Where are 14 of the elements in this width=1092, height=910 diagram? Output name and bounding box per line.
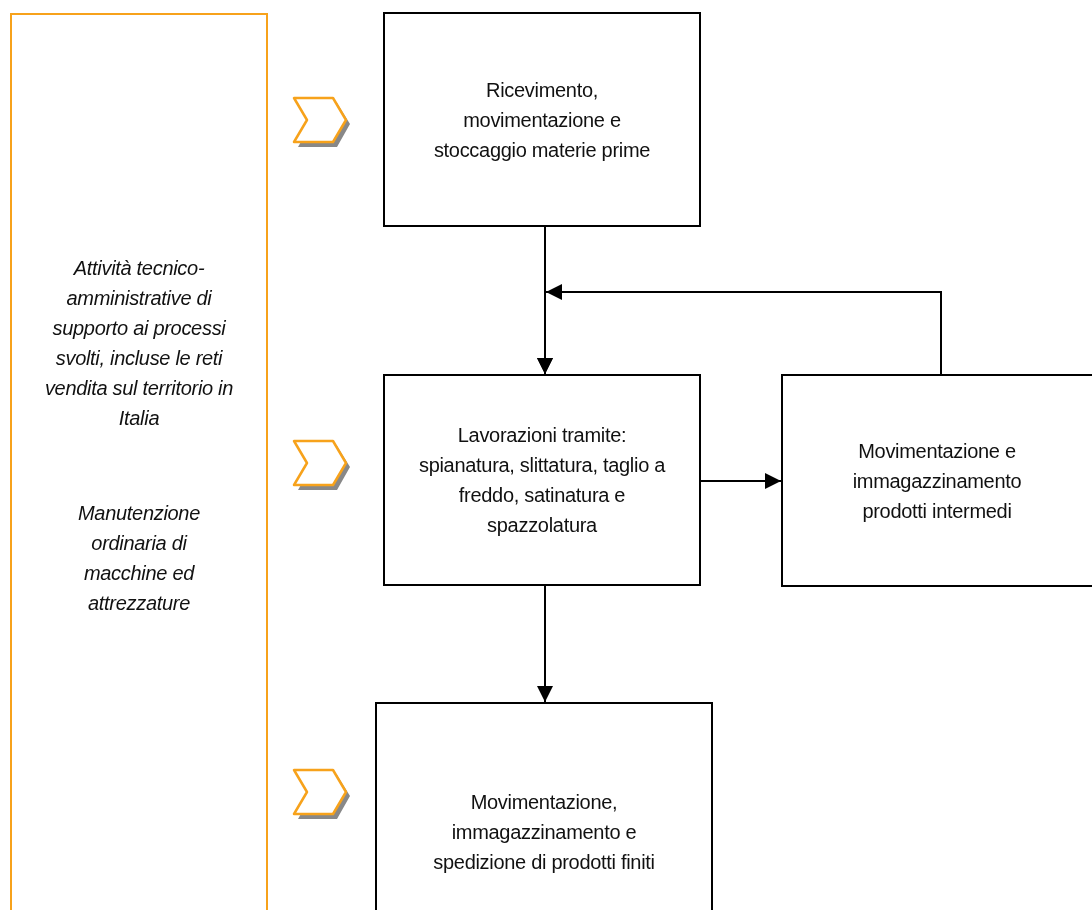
arrow xyxy=(700,473,782,489)
process-label: Movimentazione e immagazzinamento prodotti intermedi xyxy=(851,438,1023,524)
process-label: Ricevimento, movimentazione e stoccaggio materie prime xyxy=(432,77,652,163)
process-box xyxy=(781,374,1092,587)
arrow xyxy=(537,284,942,375)
note-text: Manutenzione ordinaria di macchine ed attrezzature xyxy=(76,501,201,616)
process-box xyxy=(383,12,701,227)
process-box xyxy=(375,702,713,910)
arrow xyxy=(537,585,553,703)
process-label: Lavorazioni tramite: spianatura, slittatura, taglio a freddo, satinatura e spazzolatura xyxy=(417,423,667,538)
process-box xyxy=(383,374,701,586)
side-panel xyxy=(10,13,268,910)
process-label: Movimentazione, immagazzinamento e spedizione di prodotti finiti xyxy=(432,790,656,875)
note-text: Attività tecnico-amministrative di supporto ai processi svolti, incluse le reti vendita sul territorio in Italia xyxy=(43,256,235,431)
